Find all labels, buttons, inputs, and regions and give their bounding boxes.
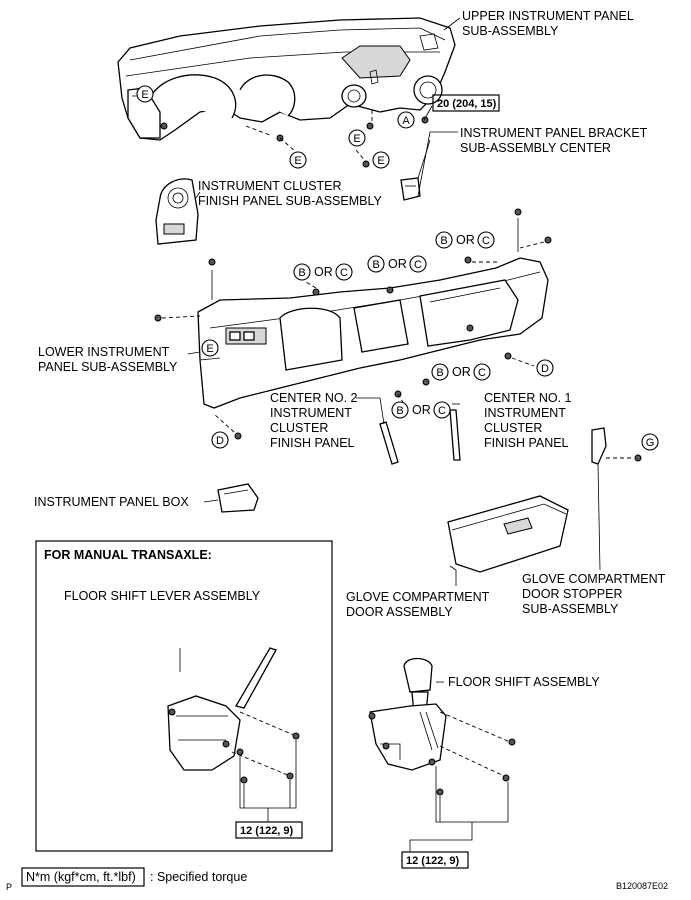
callout-b-or-c-center: B OR C [367, 255, 427, 273]
svg-text:12 (122, 9): 12 (122, 9) [406, 855, 460, 867]
svg-text:B: B [298, 267, 305, 279]
svg-text:C: C [478, 367, 486, 379]
label-center1-3: CLUSTER [484, 421, 542, 435]
label-center2-4: FINISH PANEL [270, 436, 355, 450]
svg-text:D: D [216, 435, 224, 447]
label-center1-1: CENTER NO. 1 [484, 391, 572, 405]
label-glove-door-1: GLOVE COMPARTMENT [346, 590, 490, 604]
label-floor-lever: FLOOR SHIFT LEVER ASSEMBLY [64, 589, 261, 603]
svg-text:E: E [141, 89, 148, 101]
lower-instrument-panel-drawing [197, 208, 549, 409]
svg-text:OR: OR [314, 265, 333, 279]
label-upper-panel-2: SUB-ASSEMBLY [462, 24, 559, 38]
cluster-finish-panel-drawing [155, 178, 199, 245]
callout-b-or-c-bottom: B OR C [391, 401, 451, 419]
label-manual-title: FOR MANUAL TRANSAXLE: [44, 548, 212, 562]
torque-box-upper: 20 (204, 15) [432, 94, 500, 112]
svg-text:OR: OR [412, 403, 431, 417]
label-center1-2: INSTRUMENT [484, 406, 566, 420]
svg-text:G: G [646, 437, 655, 449]
center-finish-panel-strips [379, 409, 461, 465]
svg-text:A: A [402, 115, 410, 127]
callout-e-1: E [348, 129, 366, 147]
svg-text:B: B [372, 259, 379, 271]
label-bracket-2: SUB-ASSEMBLY CENTER [460, 141, 611, 155]
svg-text:E: E [206, 343, 213, 355]
label-glove-stopper-2: DOOR STOPPER [522, 587, 622, 601]
svg-text:C: C [482, 235, 490, 247]
svg-text:E: E [353, 133, 360, 145]
label-center2-3: CLUSTER [270, 421, 328, 435]
torque-box-auto: 12 (122, 9) [401, 851, 469, 869]
label-panel-box: INSTRUMENT PANEL BOX [34, 495, 189, 509]
svg-text:E: E [377, 155, 384, 167]
callout-d-left: D [211, 431, 229, 449]
torque-box-manual: 12 (122, 9) [235, 821, 303, 839]
label-center2-2: INSTRUMENT [270, 406, 352, 420]
torque-legend: N*m (kgf*cm, ft.*lbf) : Specified torque… [6, 867, 668, 892]
glove-compartment-door-drawing [447, 495, 569, 573]
label-lower-panel-1: LOWER INSTRUMENT [38, 345, 170, 359]
label-glove-stopper-3: SUB-ASSEMBLY [522, 602, 619, 616]
label-center1-4: FINISH PANEL [484, 436, 569, 450]
label-cluster-finish-1: INSTRUMENT CLUSTER [198, 179, 342, 193]
legend-box-text: N*m (kgf*cm, ft.*lbf) [26, 870, 136, 884]
floor-shift-assembly-drawing [368, 657, 516, 852]
callout-d-right: D [536, 359, 554, 377]
svg-text:OR: OR [388, 257, 407, 271]
label-floor-shift: FLOOR SHIFT ASSEMBLY [448, 675, 600, 689]
svg-text:C: C [340, 267, 348, 279]
instrument-panel-box-drawing [217, 483, 259, 513]
label-upper-panel-1: UPPER INSTRUMENT PANEL [462, 9, 634, 23]
svg-text:12 (122, 9): 12 (122, 9) [240, 825, 294, 837]
callout-g: G [641, 433, 659, 451]
floor-shift-lever-drawing [167, 647, 300, 822]
svg-text:E: E [294, 155, 301, 167]
figure-id: B120087E02 [616, 881, 668, 891]
svg-text:C: C [414, 259, 422, 271]
svg-text:D: D [541, 363, 549, 375]
label-glove-stopper-1: GLOVE COMPARTMENT [522, 572, 666, 586]
callout-a-upper: A [397, 111, 415, 129]
callout-b-or-c-lower: B OR C [431, 363, 491, 381]
svg-text:OR: OR [452, 365, 471, 379]
svg-text:20 (204, 15): 20 (204, 15) [437, 98, 497, 110]
manual-transaxle-frame [35, 540, 333, 852]
callout-b-or-c-right: B OR C [435, 231, 495, 249]
callout-e-3: E [372, 151, 390, 169]
label-bracket-1: INSTRUMENT PANEL BRACKET [460, 126, 648, 140]
callout-b-or-c-left: B OR C [293, 263, 353, 281]
label-glove-door-2: DOOR ASSEMBLY [346, 605, 453, 619]
glove-door-stopper-drawing [591, 427, 642, 571]
label-center2-1: CENTER NO. 2 [270, 391, 358, 405]
label-lower-panel-2: PANEL SUB-ASSEMBLY [38, 360, 178, 374]
svg-text:B: B [440, 235, 447, 247]
callout-e-left: E [136, 85, 154, 103]
upper-panel-fasteners [160, 110, 429, 168]
upper-instrument-panel-drawing [117, 17, 456, 141]
instrument-panel-bracket-drawing [400, 139, 431, 201]
svg-text:C: C [438, 405, 446, 417]
svg-text:OR: OR [456, 233, 475, 247]
part-labels: UPPER INSTRUMENT PANEL SUB-ASSEMBLY INST… [34, 9, 666, 689]
callout-markers: E A E E E B OR C B OR C B OR C E B OR C … [136, 85, 659, 451]
lower-panel-fasteners [154, 236, 552, 440]
svg-text:B: B [396, 405, 403, 417]
label-cluster-finish-2: FINISH PANEL SUB-ASSEMBLY [198, 194, 383, 208]
callout-e-lower: E [201, 339, 219, 357]
corner-mark: P [6, 882, 12, 892]
legend-desc-text: : Specified torque [150, 870, 247, 884]
svg-text:B: B [436, 367, 443, 379]
callout-e-2: E [289, 151, 307, 169]
leader-lines [187, 17, 461, 683]
